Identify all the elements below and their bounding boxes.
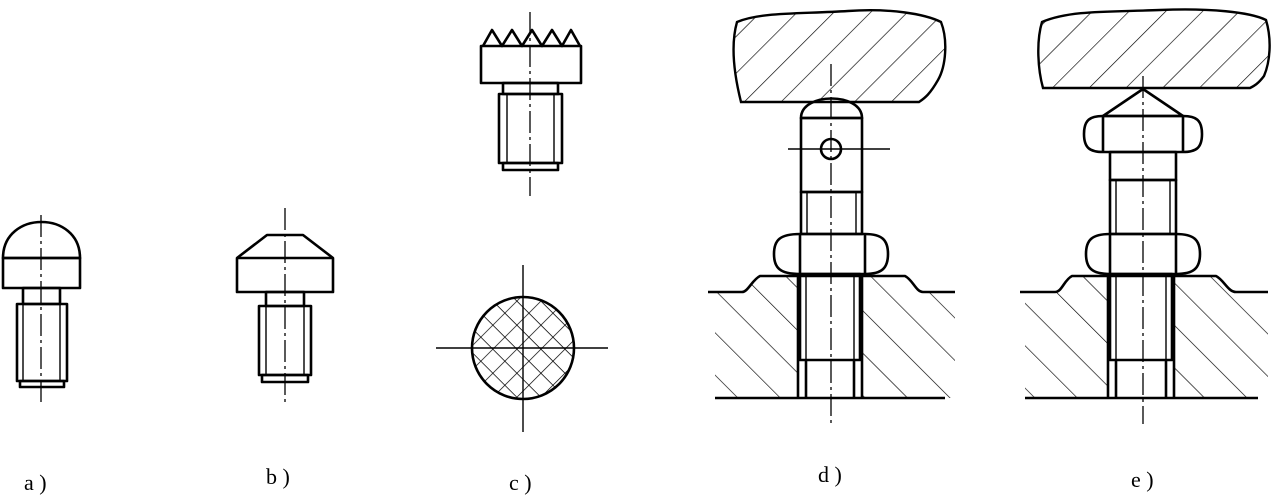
workpiece-e: [1037, 8, 1271, 90]
label-a: a ): [24, 470, 47, 495]
pin-d-adjustable-assembly: [708, 9, 955, 424]
label-b: b ): [266, 464, 290, 489]
pin-a-spherical-head: [1, 215, 82, 404]
label-d: d ): [818, 462, 842, 487]
pin-c-knurled-top-view: [436, 265, 608, 432]
pin-c-serrated-head: [479, 12, 583, 196]
pin-b-conical-head: [235, 208, 335, 405]
label-e: e ): [1131, 467, 1154, 492]
workpiece-d: [732, 9, 947, 104]
pin-e-adjustable-assembly: [1020, 8, 1271, 424]
label-c: c ): [509, 470, 532, 495]
